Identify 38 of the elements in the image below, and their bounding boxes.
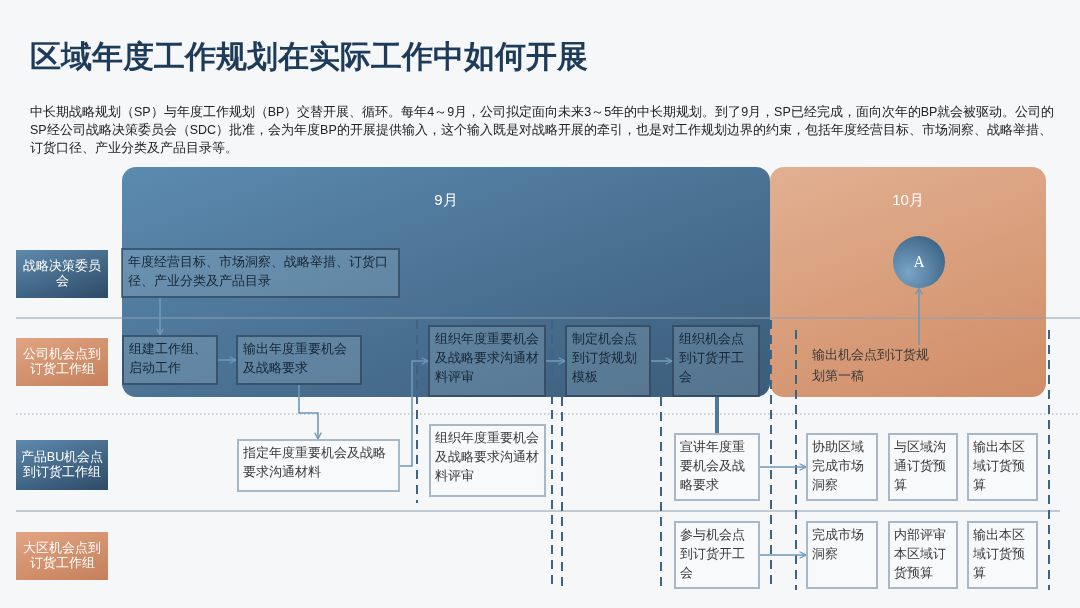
task-box: 组织年度重要机会及战略要求沟通材料评审 [429,424,546,497]
task-box: 组建工作组、启动工作 [122,335,218,385]
task-box: 协助区域完成市场洞察 [806,433,878,501]
task-box: 指定年度重要机会及战略要求沟通材料 [237,439,400,492]
lane-label: 战略决策委员会 [16,250,108,298]
arrow [156,297,164,336]
arrow [759,463,807,471]
lane-label: 公司机会点到订货工作组 [16,338,108,386]
task-box: 完成市场洞察 [806,521,878,589]
task-box: 组织年度重要机会及战略要求沟通材料评审 [428,325,546,397]
task-box: 内部评审本区域订货预算 [888,521,958,589]
arrow [399,357,429,467]
task-box: 宣讲年度重要机会及战略要求 [674,433,760,501]
milestone-circle: A [893,236,945,288]
arrow [759,551,807,559]
lane-label: 大区机会点到订货工作组 [16,532,108,580]
slide-title: 区域年度工作规划在实际工作中如何开展 [30,38,588,76]
connector-line [715,397,719,433]
month-label: 10月 [891,191,925,210]
task-box: 输出年度重要机会及战略要求 [236,335,362,385]
note-text: 输出机会点到订货规划第一稿 [812,345,930,393]
month-band [770,167,1046,397]
month-band [122,167,770,397]
task-box: 组织机会点到订货开工会 [672,325,760,397]
intro-paragraph: 中长期战略规划（SP）与年度工作规划（BP）交替开展、循环。每年4～9月，公司拟定面向未来3～5年的中长期规划。到了9月，SP已经完成，面向次年的BP就会被驱动。公司的SP经公司战略决策委员会（SDC）批准，会为年度BP的开展提供输入，这个输入既是对战略开展的牵引，也是对工作规划边界的约束，包括年度经营目标、市场洞察、战略举措、订货口径、产业分类及产品目录等。 [30,104,1056,157]
arrow [650,357,673,365]
arrow [298,384,322,440]
task-box: 制定机会点到订货规划模板 [565,325,651,397]
arrow [217,356,237,364]
lane-label: 产品BU机会点到订货工作组 [16,440,108,490]
task-box: 与区域沟通订货预算 [888,433,958,501]
month-label: 9月 [433,191,459,210]
task-box: 输出本区域订货预算 [967,521,1038,589]
arrow [915,287,923,346]
task-box: 输出本区域订货预算 [967,433,1038,501]
task-box: 年度经营目标、市场洞察、战略举措、订货口径、产业分类及产品目录 [121,248,400,298]
arrow [545,357,566,365]
task-box: 参与机会点到订货开工会 [674,521,760,589]
